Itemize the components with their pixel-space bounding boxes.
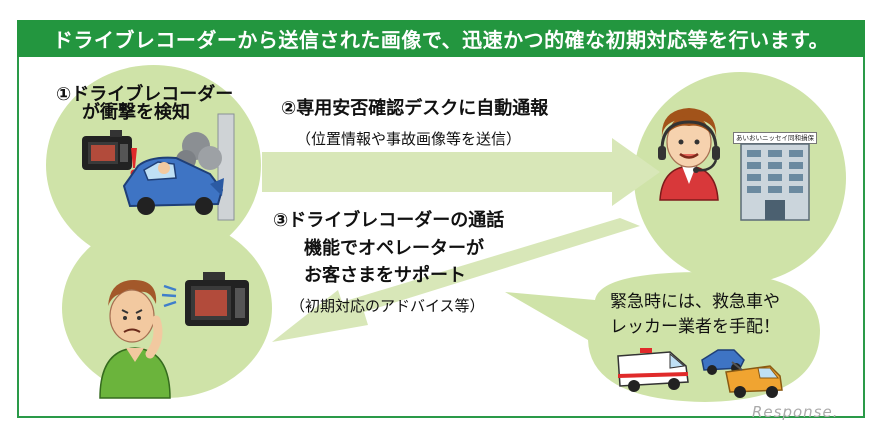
step1-line1: ①ドライブレコーダー (56, 84, 234, 105)
step3-line1: ③ドライブレコーダーの通話 (273, 210, 505, 231)
step3-line2: 機能でオペレーターが (304, 238, 484, 259)
building-sign: あいおいニッセイ同和損保 (733, 132, 817, 144)
dashcam-icon (82, 130, 132, 170)
arrow-to-customer (272, 218, 640, 342)
step3-line3: お客さまをサポート (304, 265, 466, 286)
building-sign-text: あいおいニッセイ同和損保 (736, 134, 814, 142)
callout-line2: レッカー業者を手配！ (610, 317, 780, 337)
building-body (740, 143, 810, 221)
arrow-to-desk (262, 138, 660, 206)
worried-man-icon (99, 280, 171, 399)
headset-icon (658, 120, 720, 173)
building-icon: あいおいニッセイ同和損保 (733, 132, 817, 221)
step1-line2: が衝撃を検知 (82, 102, 190, 123)
ambulance-icon (617, 348, 689, 392)
header-banner: ドライブレコーダーから送信された画像で、迅速かつ的確な初期対応等を行います。 (17, 20, 865, 57)
operator-icon (659, 108, 719, 201)
step2-title: ②専用安否確認デスクに自動通報 (281, 98, 549, 119)
step2-sub: （位置情報や事故画像等を送信） (296, 130, 522, 148)
sound-waves-icon (161, 284, 177, 308)
phone-dashcam-icon (185, 272, 249, 326)
response-watermark: Response. (752, 403, 839, 421)
callout-line1: 緊急時には、救急車や (610, 292, 780, 312)
tow-truck-icon (701, 349, 783, 398)
step3-sub: （初期対応のアドバイス等） (290, 297, 485, 315)
header-title: ドライブレコーダーから送信された画像で、迅速かつ的確な初期対応等を行います。 (52, 28, 830, 52)
crashed-car-icon (122, 113, 235, 221)
